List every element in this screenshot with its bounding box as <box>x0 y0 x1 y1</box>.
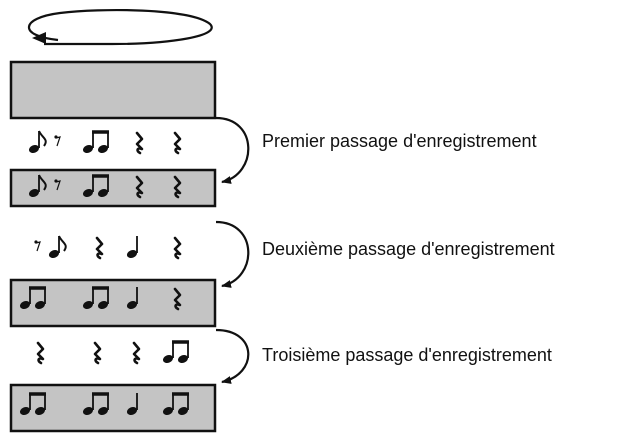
pass-3-input <box>36 340 189 365</box>
merge-arrow-icon <box>215 220 250 288</box>
eighth-note-icon <box>28 130 47 154</box>
quarter-rest-icon <box>173 236 182 260</box>
quarter-rest-icon <box>135 131 144 155</box>
pass-2-result <box>19 286 182 311</box>
quarter-rest-icon <box>95 236 104 260</box>
quarter-rest-icon <box>173 131 182 155</box>
pass-3-result <box>19 392 189 416</box>
beamed-eighths-icon <box>19 286 46 310</box>
track-after-pass-1 <box>9 168 217 208</box>
eighth-rest-icon <box>54 179 61 191</box>
quarter-note-icon <box>126 393 138 416</box>
loop-arrow-icon <box>27 8 213 46</box>
empty-track <box>9 60 217 120</box>
quarter-rest-icon <box>93 341 102 365</box>
pass-label-premier: Premier passage d'enregistrement <box>262 131 537 151</box>
pass-1-input <box>28 130 182 155</box>
merge-arrow-icon <box>215 116 250 184</box>
pass-2-input <box>34 235 182 260</box>
beamed-eighths-icon <box>162 392 189 416</box>
quarter-rest-icon <box>173 175 182 199</box>
beamed-eighths-icon <box>82 174 109 198</box>
eighth-rest-icon <box>54 135 61 147</box>
pass-1-result <box>28 174 182 199</box>
pass-label-deuxieme: Deuxième passage d'enregistrement <box>262 239 555 259</box>
pass-label-troisieme: Troisième passage d'enregistrement <box>262 345 552 365</box>
eighth-rest-icon <box>34 240 41 252</box>
eighth-note-icon <box>48 235 67 259</box>
quarter-rest-icon <box>132 341 141 365</box>
quarter-note-icon <box>126 236 138 259</box>
merge-arrow-icon <box>215 328 250 384</box>
eighth-note-icon <box>28 174 47 198</box>
beamed-eighths-icon <box>82 130 109 154</box>
quarter-rest-icon <box>135 175 144 199</box>
beamed-eighths-icon <box>162 340 189 364</box>
beamed-eighths-icon <box>82 392 109 416</box>
quarter-rest-icon <box>36 341 45 365</box>
beamed-eighths-icon <box>19 392 46 416</box>
quarter-rest-icon <box>173 287 182 311</box>
quarter-note-icon <box>126 287 138 310</box>
beamed-eighths-icon <box>82 286 109 310</box>
